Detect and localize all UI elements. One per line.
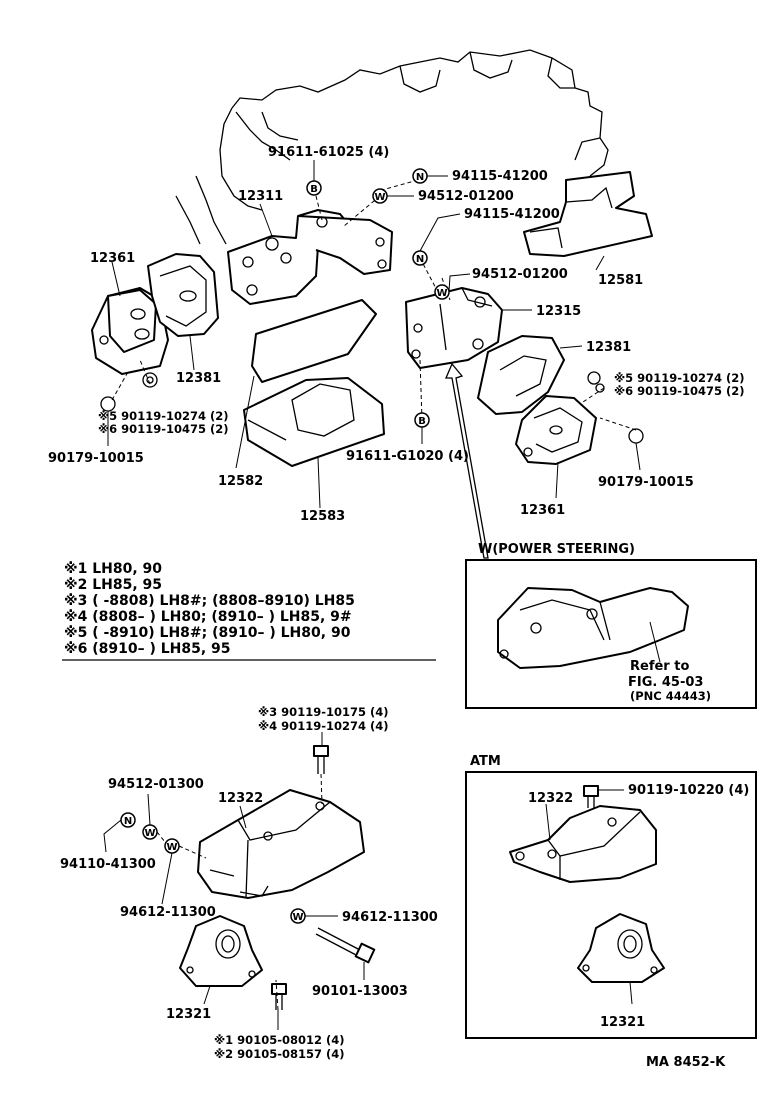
svg-text:W: W: [292, 912, 303, 923]
label-12381-left: 12381: [176, 371, 221, 386]
label-90119-10220: 90119-10220 (4): [628, 783, 749, 798]
refer-line-1: Refer to: [630, 659, 689, 674]
label-94115-41200-b: 94115-41200: [464, 207, 560, 222]
svg-text:N: N: [416, 172, 424, 183]
engine-insulator-12381-right: [477, 335, 565, 415]
nut-right: [628, 428, 644, 444]
badge-n-mid: N: [412, 250, 428, 266]
svg-text:W: W: [166, 842, 177, 853]
note-3: ※3 ( -8808) LH8#; (8808–8910) LH85: [64, 593, 355, 609]
power-steering-box: W(POWER STEERING) Refer to FIG. 45-03 (P…: [465, 542, 757, 709]
label-12321-atm: 12321: [600, 1015, 645, 1030]
bolt-90101-13003: [315, 927, 376, 964]
engine-mount-12361-left: [91, 287, 169, 375]
label-90179-left: 90179-10015: [48, 451, 144, 466]
engine-bracket-12315: [405, 287, 503, 369]
badge-w-top: W: [372, 188, 388, 204]
note-5: ※5 ( -8910) LH8#; (8910– ) LH80, 90: [64, 625, 351, 641]
label-bottom-note2: ※2 90105-08157 (4): [214, 1047, 345, 1061]
svg-text:W: W: [144, 828, 155, 839]
atm-title: ATM: [470, 754, 501, 769]
leader-lines-top: [107, 160, 641, 509]
label-94115-41200-a: 94115-41200: [452, 169, 548, 184]
label-12311: 12311: [238, 189, 283, 204]
refer-line-2: FIG. 45-03: [628, 675, 703, 690]
label-right-note6: ※6 90119-10475 (2): [614, 384, 745, 398]
label-94512-01200-b: 94512-01200: [472, 267, 568, 282]
leader-lines-bottom: [103, 732, 365, 1030]
label-12322-atm: 12322: [528, 791, 573, 806]
badge-b-top: B: [306, 180, 322, 196]
note-1: ※1 LH80, 90: [64, 561, 162, 577]
badge-w-bottom-3: W: [290, 908, 306, 924]
badge-n-top: N: [412, 168, 428, 184]
bolt-top-3-4: [313, 745, 329, 774]
label-left-note5: ※5 90119-10274 (2): [98, 409, 229, 423]
label-91611-61025: 91611-61025 (4): [268, 145, 389, 160]
engine-bracket-12311: [227, 209, 393, 305]
label-94512-01200-a: 94512-01200: [418, 189, 514, 204]
label-12321-left: 12321: [166, 1007, 211, 1022]
svg-text:W: W: [374, 192, 385, 203]
power-steering-arrow: [445, 362, 489, 559]
label-top-note4: ※4 90119-10274 (4): [258, 719, 389, 733]
note-6: ※6 (8910– ) LH85, 95: [64, 641, 231, 657]
label-12315: 12315: [536, 304, 581, 319]
label-12361-right: 12361: [520, 503, 565, 518]
svg-text:W: W: [436, 288, 447, 299]
engine-cover-12581: [523, 171, 653, 257]
svg-text:B: B: [310, 184, 318, 195]
svg-text:N: N: [416, 254, 424, 265]
note-4: ※4 (8808– ) LH80; (8910– ) LH85, 9#: [64, 609, 352, 625]
label-right-note5: ※5 90119-10274 (2): [614, 371, 745, 385]
transmission-bracket-12322: [197, 789, 365, 899]
label-12583: 12583: [300, 509, 345, 524]
refer-line-3: (PNC 44443): [630, 689, 711, 703]
label-bottom-note1: ※1 90105-08012 (4): [214, 1033, 345, 1047]
mount-insulator-12321: [179, 915, 263, 987]
label-12381-right: 12381: [586, 340, 631, 355]
bolt-left-5: [142, 372, 158, 388]
power-steering-title: W(POWER STEERING): [478, 542, 635, 557]
bolt-bottom-1-2: [271, 983, 287, 1010]
engine-block-outline: [175, 49, 609, 245]
label-94612-11300-left: 94612-11300: [120, 905, 216, 920]
badge-n-bottom: N: [120, 812, 136, 828]
label-12322-left: 12322: [218, 791, 263, 806]
label-top-note3: ※3 90119-10175 (4): [258, 705, 389, 719]
label-12581: 12581: [598, 273, 643, 288]
engine-insulator-12381-left: [147, 253, 219, 337]
model-notes: ※1 LH80, 90 ※2 LH85, 95 ※3 ( -8808) LH8#…: [62, 561, 436, 661]
catalog-code: MA 8452-K: [646, 1055, 726, 1070]
note-2: ※2 LH85, 95: [64, 577, 162, 593]
svg-text:B: B: [418, 416, 426, 427]
heat-insulator-12582: [251, 299, 377, 383]
badge-w-mid: W: [434, 284, 450, 300]
damper-12583: [243, 377, 385, 467]
label-94512-01300: 94512-01300: [108, 777, 204, 792]
label-94612-11300-right: 94612-11300: [342, 910, 438, 925]
label-91611-g1020: 91611-G1020 (4): [346, 449, 469, 464]
badge-b-mid: B: [414, 412, 430, 428]
engine-mount-12361-right: [515, 395, 597, 465]
label-90179-right: 90179-10015: [598, 475, 694, 490]
label-94110-41300: 94110-41300: [60, 857, 156, 872]
badge-w-bottom-2: W: [164, 838, 180, 854]
atm-box: ATM: [465, 754, 757, 1039]
svg-text:N: N: [124, 816, 132, 827]
label-12361-left: 12361: [90, 251, 135, 266]
label-12582: 12582: [218, 474, 263, 489]
badge-w-bottom-1: W: [142, 824, 158, 840]
label-90101-13003: 90101-13003: [312, 984, 408, 999]
label-left-note6: ※6 90119-10475 (2): [98, 422, 229, 436]
